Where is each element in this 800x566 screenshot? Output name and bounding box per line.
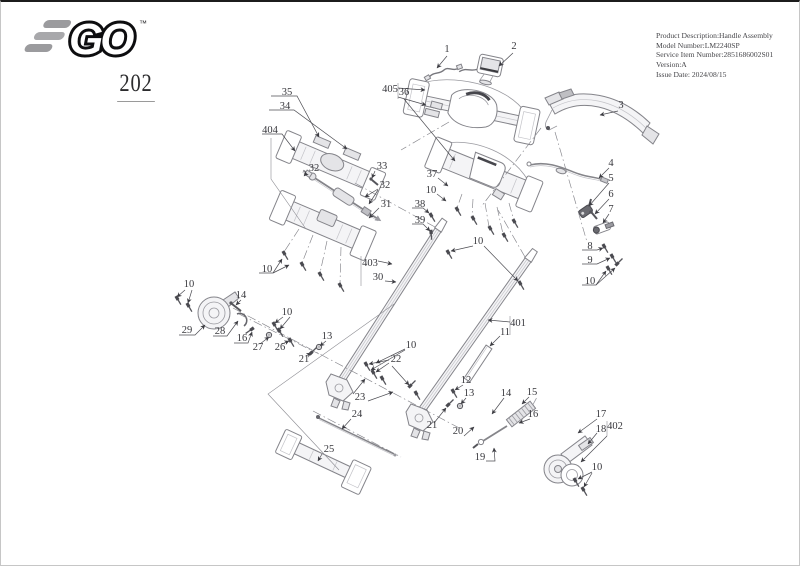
part-upper-mount-assembly: [402, 78, 541, 146]
part-pin-6: [589, 210, 598, 220]
info-line: Model Number:LM2240SP: [656, 40, 740, 50]
part-right-handle-tube: [405, 247, 538, 441]
part-upper-cross-bracket: [275, 130, 387, 201]
part-lower-mount-assembly: [424, 136, 544, 213]
part-bottom-bracket-25: [275, 429, 372, 495]
part-sticker-35: [312, 134, 332, 150]
construction-lines: [232, 121, 588, 458]
info-line: Version:A: [656, 60, 687, 70]
part-spring-15: [472, 397, 537, 449]
part-power-cable: [423, 63, 464, 82]
ego-logo: GO ™: [24, 12, 147, 64]
logo-trademark: ™: [139, 19, 147, 28]
info-line: Issue Date: 2024/08/15: [656, 69, 727, 79]
part-bracket-7: [592, 221, 615, 235]
part-left-handle-tube: [325, 217, 448, 411]
info-line: Service Item Number:2851686002S01: [656, 50, 774, 60]
part-grip-sleeve: [463, 344, 493, 383]
part-cam-lever-29: [197, 291, 248, 330]
part-label-sticker: [423, 107, 441, 119]
parts-layer: [197, 53, 660, 495]
part-cam-assembly-17-18: [543, 435, 595, 487]
logo-e-bars: [24, 20, 72, 52]
fasteners-layer: [172, 205, 624, 497]
part-sticker-34: [342, 146, 362, 162]
part-control-cable: [526, 161, 610, 185]
part-lower-cross-bracket: [269, 190, 377, 261]
logo-go-text: GO: [69, 15, 134, 64]
info-line: Product Description:Handle Assembly: [656, 31, 773, 40]
frame-lines: [267, 83, 608, 471]
part-display: [458, 53, 504, 86]
part-tie-rod-24: [316, 415, 397, 457]
part-curved-handle: [544, 88, 660, 145]
leader-lines: [176, 52, 619, 488]
page-number: 202: [117, 70, 155, 102]
